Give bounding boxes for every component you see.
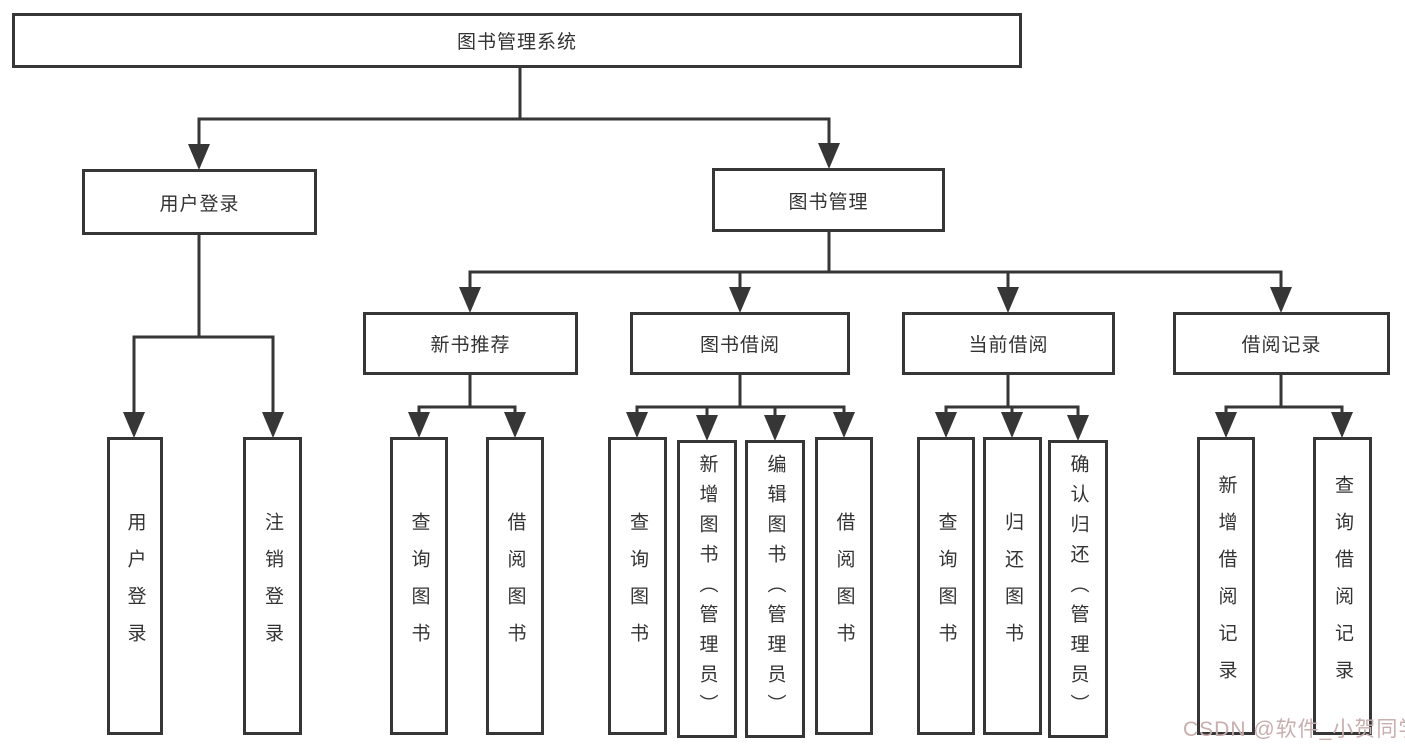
- leaf-user-login: 用户登录: [107, 437, 163, 735]
- connector: [132, 235, 275, 416]
- node-book-management: 图书管理: [712, 168, 945, 232]
- arrowhead: [626, 412, 648, 438]
- leaf-br-add-record: 新增借阅记录: [1197, 437, 1255, 735]
- csdn-watermark: CSDN @软件_小贺同学: [1183, 713, 1405, 743]
- node-label: 用户登录: [159, 193, 240, 215]
- node-new-book-recommend: 新书推荐: [363, 312, 578, 375]
- node-label: 新书推荐: [430, 335, 511, 356]
- leaf-label: 编辑图书（管理员）: [764, 454, 786, 724]
- leaf-label: 用户登录: [124, 512, 146, 660]
- leaf-nb-query-books: 查询图书: [390, 437, 448, 735]
- arrowhead: [123, 412, 145, 438]
- leaf-cb-query-books: 查询图书: [917, 437, 975, 735]
- leaf-label: 归还图书: [1002, 512, 1023, 660]
- connector: [468, 232, 1283, 292]
- arrowhead: [696, 415, 718, 441]
- arrowhead: [1215, 412, 1237, 438]
- connector: [1224, 375, 1344, 416]
- arrowhead: [764, 415, 786, 441]
- node-book-borrow: 图书借阅: [630, 312, 850, 375]
- leaf-bb-query-books: 查询图书: [608, 437, 667, 735]
- arrowhead: [1067, 415, 1089, 441]
- arrowhead: [1270, 287, 1292, 313]
- leaf-label: 查询借阅记录: [1332, 475, 1353, 697]
- node-label: 图书借阅: [699, 335, 780, 356]
- connector: [197, 68, 831, 148]
- arrowhead: [459, 287, 481, 313]
- node-root-label: 图书管理系统: [456, 32, 577, 53]
- leaf-label: 查询图书: [627, 512, 648, 660]
- arrowhead: [1331, 412, 1353, 438]
- leaf-label: 确认归还（管理员）: [1067, 454, 1089, 724]
- connector: [944, 375, 1080, 419]
- leaf-label: 借阅图书: [833, 512, 855, 660]
- node-label: 借阅记录: [1241, 335, 1322, 356]
- arrowhead: [408, 412, 430, 438]
- leaf-label: 新增借阅记录: [1215, 475, 1237, 697]
- arrowhead: [262, 412, 284, 438]
- leaf-br-query-record: 查询借阅记录: [1313, 437, 1372, 735]
- node-user-login: 用户登录: [82, 169, 317, 235]
- leaf-label: 查询图书: [935, 512, 957, 660]
- node-label: 当前借阅: [968, 335, 1049, 356]
- leaf-bb-add-books-admin: 新增图书（管理员）: [677, 440, 737, 738]
- leaf-cb-return-books: 归还图书: [983, 437, 1042, 735]
- connector-lines: [132, 68, 1344, 419]
- arrowhead: [833, 412, 855, 438]
- leaf-label: 新增图书（管理员）: [696, 454, 718, 724]
- leaf-cb-confirm-return-admin: 确认归还（管理员）: [1048, 440, 1108, 738]
- leaf-logout-login: 注销登录: [243, 437, 302, 735]
- arrowhead: [1001, 412, 1023, 438]
- node-borrow-records: 借阅记录: [1173, 312, 1390, 375]
- leaf-bb-edit-books-admin: 编辑图书（管理员）: [745, 440, 805, 738]
- arrowhead: [818, 143, 840, 169]
- arrowhead: [504, 412, 526, 438]
- arrowhead: [997, 287, 1019, 313]
- leaf-nb-borrow-books: 借阅图书: [486, 437, 544, 735]
- csdn-watermark-text: CSDN @软件_小贺同学: [1183, 718, 1405, 741]
- leaf-label: 查询图书: [408, 512, 430, 660]
- arrowheads: [123, 143, 1353, 441]
- arrowhead: [935, 412, 957, 438]
- node-current-borrow: 当前借阅: [902, 312, 1115, 375]
- leaf-bb-borrow-books: 借阅图书: [815, 437, 873, 735]
- connector: [635, 375, 846, 419]
- leaf-label: 借阅图书: [504, 512, 526, 660]
- arrowhead: [729, 287, 751, 313]
- node-label: 图书管理: [788, 191, 869, 213]
- node-root: 图书管理系统: [12, 13, 1022, 68]
- arrowhead: [188, 144, 210, 170]
- connector: [417, 375, 517, 416]
- leaf-label: 注销登录: [262, 512, 283, 660]
